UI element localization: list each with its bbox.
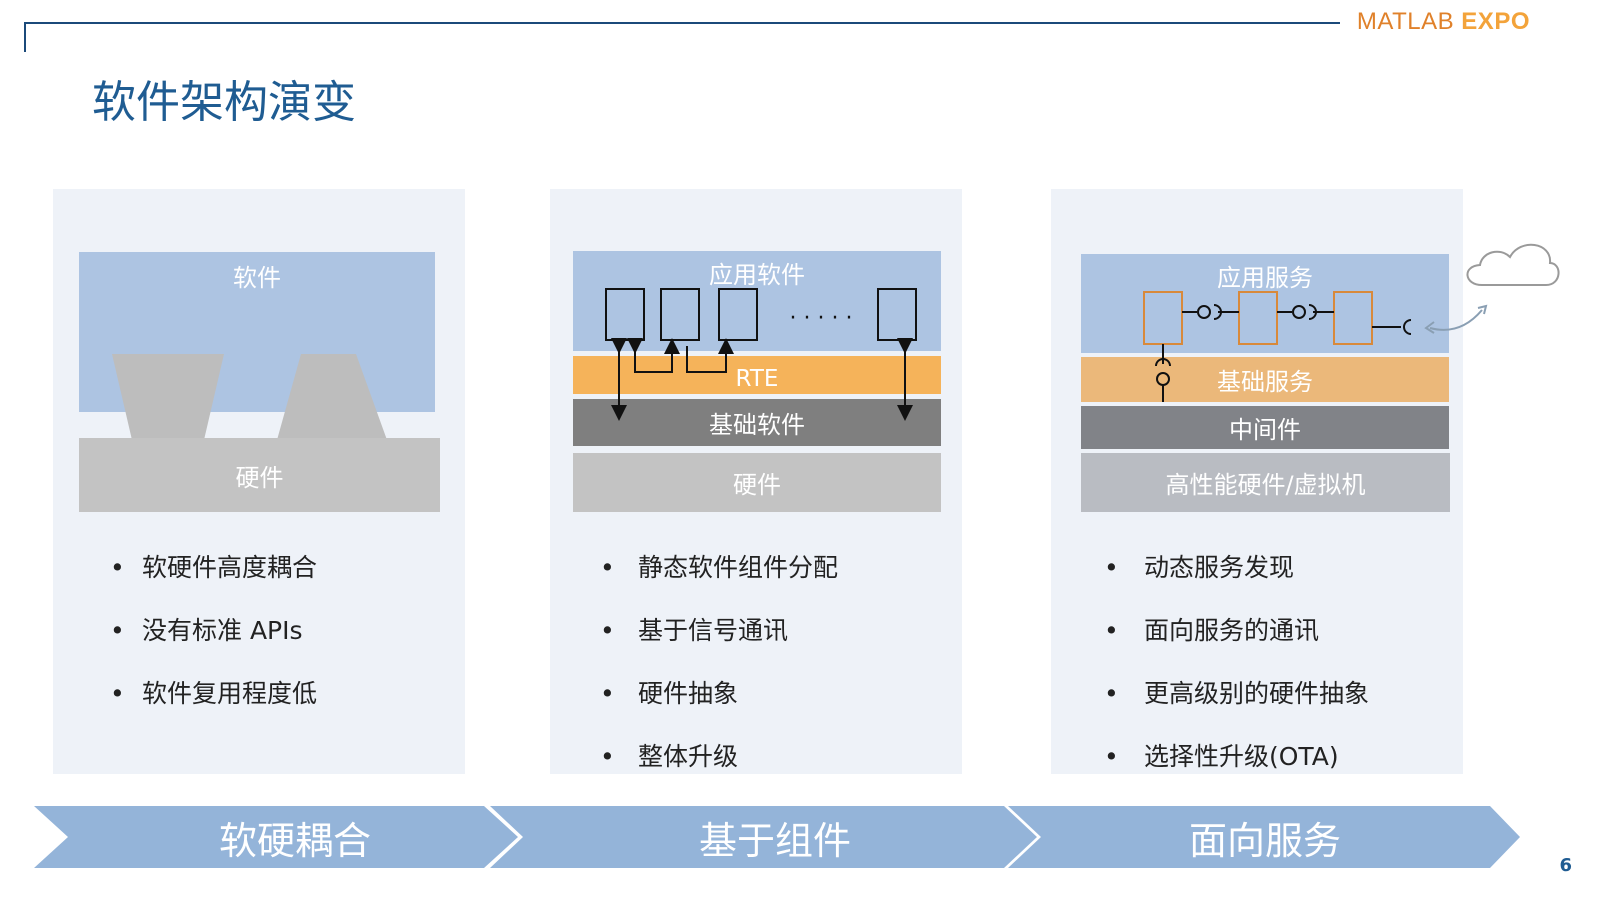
bullet-dot: • bbox=[110, 616, 125, 645]
service-provided-interface-1 bbox=[1197, 305, 1211, 319]
bullet-text: 硬件抽象 bbox=[638, 679, 739, 708]
service-component-2 bbox=[1238, 291, 1278, 345]
service-provided-interface-2 bbox=[1292, 305, 1306, 319]
bullet-text: 软硬件高度耦合 bbox=[142, 553, 318, 582]
service-connectors bbox=[1143, 291, 1412, 402]
external-service-interface bbox=[1403, 319, 1412, 335]
bullet-item: • 更高级别的硬件抽象 bbox=[1104, 674, 1369, 710]
rte-connection-1-2 bbox=[627, 338, 680, 373]
app-software-label: 应用软件 bbox=[709, 261, 805, 289]
component-connectors: · · · · · bbox=[605, 288, 917, 421]
bullet-item: • 整体升级 bbox=[600, 737, 738, 773]
bullet-item: • 硬件抽象 bbox=[600, 674, 738, 710]
software-component-2 bbox=[660, 288, 700, 341]
component-ellipsis: · · · · · bbox=[790, 306, 853, 331]
stage-chevron-3 bbox=[1008, 806, 1520, 868]
bullet-text: 没有标准 APIs bbox=[142, 616, 303, 645]
base-services-label: 基础服务 bbox=[1217, 368, 1313, 396]
bullet-item: • 动态服务发现 bbox=[1104, 548, 1294, 584]
bullet-text: 面向服务的通讯 bbox=[1144, 616, 1320, 645]
cloud-link-arrow bbox=[1429, 309, 1483, 331]
hardware-layer-2: 硬件 bbox=[573, 453, 941, 512]
stage-label-service: 面向服务 bbox=[1188, 818, 1341, 863]
basic-software-label: 基础软件 bbox=[709, 411, 805, 439]
bullet-dot: • bbox=[600, 679, 615, 708]
logo-matlab: MATLAB bbox=[1356, 8, 1455, 35]
bullet-dot: • bbox=[600, 553, 615, 582]
matlab-expo-logo: MATLAB EXPO bbox=[1357, 8, 1530, 36]
base-service-required-interface bbox=[1155, 358, 1171, 367]
bullet-dot: • bbox=[1104, 553, 1119, 582]
coupling-shapes bbox=[112, 354, 387, 440]
page-title: 软件架构演变 bbox=[92, 77, 356, 128]
hpc-hardware-label: 高性能硬件/虚拟机 bbox=[1165, 471, 1366, 499]
coupling-trapezoid-right bbox=[277, 354, 387, 440]
bullet-text: 静态软件组件分配 bbox=[638, 553, 839, 582]
bullet-text: 更高级别的硬件抽象 bbox=[1144, 679, 1370, 708]
bullet-dot: • bbox=[1104, 742, 1119, 771]
hpc-hardware-layer: 高性能硬件/虚拟机 bbox=[1081, 453, 1450, 512]
bullet-text: 整体升级 bbox=[638, 742, 739, 771]
stage-chevron-1 bbox=[34, 806, 518, 868]
software-component-3 bbox=[718, 288, 758, 341]
software-component-n bbox=[877, 288, 917, 341]
bullet-text: 动态服务发现 bbox=[1144, 553, 1295, 582]
page-number: 6 bbox=[1559, 855, 1572, 876]
bullet-item: • 没有标准 APIs bbox=[110, 611, 303, 647]
bullet-item: • 面向服务的通讯 bbox=[1104, 611, 1319, 647]
middleware-label: 中间件 bbox=[1229, 416, 1301, 444]
rte-label: RTE bbox=[735, 366, 779, 392]
bullet-dot: • bbox=[600, 616, 615, 645]
hardware-layer-label: 硬件 bbox=[235, 463, 284, 492]
bullet-dot: • bbox=[1104, 616, 1119, 645]
base-services-layer: 基础服务 bbox=[1081, 357, 1449, 402]
software-layer-label: 软件 bbox=[233, 264, 281, 292]
service-component-1 bbox=[1143, 291, 1183, 345]
bullet-item: • 软件复用程度低 bbox=[110, 674, 317, 710]
software-component-1 bbox=[605, 288, 645, 341]
bullet-dot: • bbox=[110, 679, 125, 708]
bullet-dot: • bbox=[110, 553, 125, 582]
bullet-dot: • bbox=[600, 742, 615, 771]
stage-label-component: 基于组件 bbox=[698, 818, 851, 863]
bullet-text: 软件复用程度低 bbox=[142, 679, 318, 708]
app-services-label: 应用服务 bbox=[1217, 264, 1313, 292]
header-rule-corner bbox=[24, 22, 26, 52]
hardware-layer: 硬件 bbox=[79, 438, 440, 512]
bullet-item: • 静态软件组件分配 bbox=[600, 548, 838, 584]
coupling-trapezoid-left bbox=[112, 354, 224, 440]
service-component-3 bbox=[1333, 291, 1373, 345]
basic-software-layer: 基础软件 bbox=[573, 399, 941, 446]
hardware-layer-2-label: 硬件 bbox=[733, 471, 781, 499]
stage-chevrons bbox=[34, 806, 1520, 868]
middleware-layer: 中间件 bbox=[1081, 406, 1449, 449]
stage-label-coupled: 软硬耦合 bbox=[218, 818, 371, 863]
stage-chevron-2 bbox=[490, 806, 1037, 868]
logo-expo: EXPO bbox=[1461, 8, 1530, 35]
bullet-text: 基于信号通讯 bbox=[638, 616, 789, 645]
bullet-item: • 软硬件高度耦合 bbox=[110, 548, 317, 584]
bullet-item: • 基于信号通讯 bbox=[600, 611, 788, 647]
bullet-item: • 选择性升级(OTA) bbox=[1104, 737, 1339, 773]
rte-connection-2-3 bbox=[686, 338, 734, 373]
bullet-text: 选择性升级(OTA) bbox=[1144, 742, 1339, 771]
base-service-provided-interface bbox=[1156, 372, 1170, 386]
header-rule bbox=[26, 22, 1340, 24]
bullet-dot: • bbox=[1104, 679, 1119, 708]
cloud-icon bbox=[1424, 243, 1560, 334]
